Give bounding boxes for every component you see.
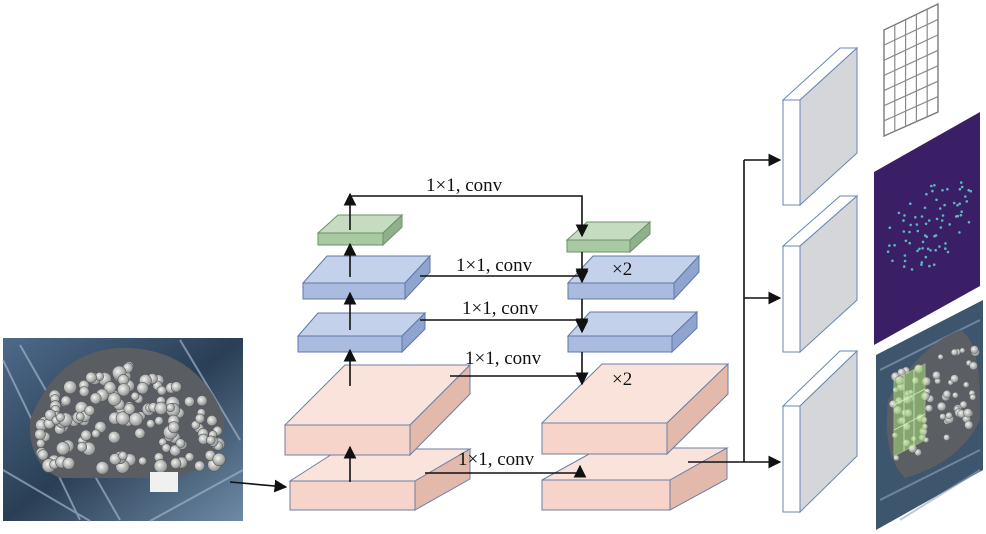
label-conv-3: 1×1, conv — [462, 298, 539, 319]
connection-arrows — [229, 153, 782, 493]
backbone-level-5 — [316, 213, 404, 247]
topdown-level-1 — [541, 447, 729, 511]
label-upsample-top: ×2 — [612, 259, 632, 280]
topdown-level-3 — [566, 310, 699, 354]
backbone-level-2 — [283, 363, 472, 457]
backbone-stack — [283, 213, 472, 511]
label-conv-2: 1×1, conv — [456, 255, 533, 276]
output-detection-panel — [876, 300, 983, 530]
backbone-level-4 — [301, 254, 432, 301]
output-grid-panel — [883, 2, 939, 138]
prediction-heads — [781, 46, 859, 514]
label-upsample-mid: ×2 — [612, 369, 632, 390]
prediction-head-3 — [781, 349, 859, 514]
topdown-stack — [540, 220, 730, 511]
label-conv-4: 1×1, conv — [465, 348, 542, 369]
diagram-labels: 1×1, conv 1×1, conv 1×1, conv 1×1, conv … — [426, 175, 632, 470]
label-conv-bottom: 1×1, conv — [458, 449, 535, 470]
input-rebar-photo — [2, 338, 244, 522]
prediction-head-2 — [781, 194, 859, 354]
label-conv-top: 1×1, conv — [426, 175, 503, 196]
backbone-level-1 — [288, 448, 472, 511]
backbone-level-3 — [296, 311, 427, 354]
topdown-level-4 — [566, 254, 701, 301]
topdown-level-5 — [565, 220, 652, 254]
output-heatmap-panel — [874, 112, 980, 345]
prediction-head-1 — [781, 46, 859, 207]
topdown-level-2 — [540, 362, 730, 456]
